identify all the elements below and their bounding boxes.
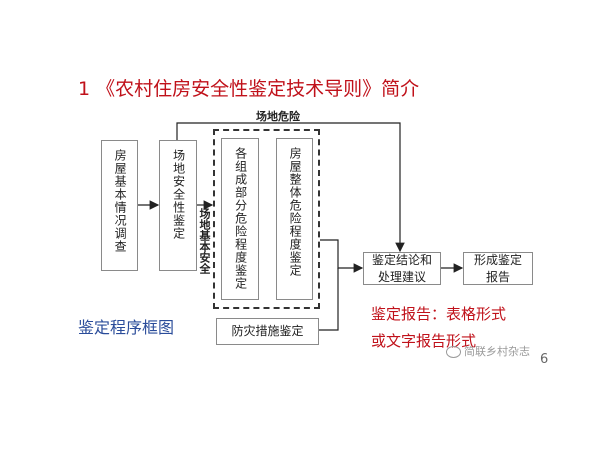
box-report: 形成鉴定报告 [463,252,533,285]
page-title: 1 《农村住房安全性鉴定技术导则》简介 [78,78,420,100]
component-group-dashed-frame [213,129,320,309]
watermark: 简联乡村杂志 [446,343,530,359]
arrow-disaster-to-conclusion [319,268,339,331]
wechat-icon [446,346,461,358]
report-format-line-1: 鉴定报告：表格形式 [371,305,507,323]
page-number: 6 [540,352,549,367]
box-house-info: 房屋基本情况调查 [101,140,138,271]
box-conclusion: 鉴定结论和处理建议 [363,252,441,285]
box-component-danger: 各组成部分危险程度鉴定 [221,138,259,300]
report-format-line-2: 或文字报告形式 [371,332,477,350]
box-site-safety: 场地安全性鉴定 [159,140,197,271]
caption-flowchart: 鉴定程序框图 [78,318,175,337]
arrow-site-danger [176,122,405,253]
arrow-group-to-conclusion [320,239,364,273]
label-site-danger: 场地危险 [256,110,300,123]
box-disaster-prevention: 防灾措施鉴定 [216,318,319,345]
box-overall-danger: 房屋整体危险程度鉴定 [276,138,313,300]
label-site-basically-safe: 场地基本安全 [198,208,211,274]
